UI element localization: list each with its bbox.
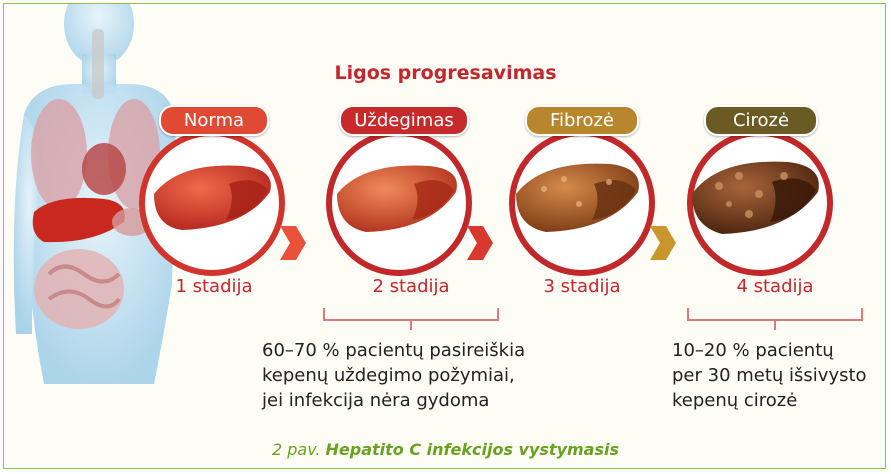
stage-1-liver (142, 133, 282, 273)
arrow-3-icon (650, 226, 676, 260)
stage-2-name: Uždegimas (339, 105, 469, 136)
arrow-1-icon (280, 226, 306, 260)
diagram-title: Ligos progresavimas (4, 62, 886, 84)
stage-1-name-text: Norma (184, 110, 244, 131)
stage-1-label: 1 stadija (144, 276, 284, 297)
stage-4-liver (690, 133, 830, 273)
stage-3-name: Fibrozė (525, 105, 639, 136)
caption-title: Hepatito C infekcijos vystymasis (326, 440, 619, 459)
stage-2-annotation: 60–70 % pacientų pasireiškia kepenų užde… (262, 338, 525, 413)
stage-2-label: 2 stadija (341, 276, 481, 297)
caption-prefix: 2 pav. (272, 440, 326, 459)
stage-3-label: 3 stadija (512, 276, 652, 297)
figure-caption: 2 pav. Hepatito C infekcijos vystymasis (4, 440, 886, 459)
stage-1-name: Norma (159, 105, 269, 136)
stage-4-name-text: Cirozė (733, 110, 789, 131)
bracket-stage-2 (324, 308, 498, 330)
figure-frame: Ligos progresavimas Norma Uždegimas Fibr… (3, 3, 886, 469)
stage-4-name: Cirozė (704, 105, 818, 136)
arrow-2-icon (467, 226, 493, 260)
stage-4-annotation: 10–20 % pacientų per 30 metų išsivysto k… (672, 338, 867, 413)
bracket-stage-4 (688, 308, 862, 330)
stage-3-name-text: Fibrozė (550, 110, 614, 131)
stage-2-liver (329, 133, 469, 273)
stage-4-label: 4 stadija (705, 276, 845, 297)
stage-2-name-text: Uždegimas (354, 110, 454, 131)
stage-3-liver (512, 133, 652, 273)
